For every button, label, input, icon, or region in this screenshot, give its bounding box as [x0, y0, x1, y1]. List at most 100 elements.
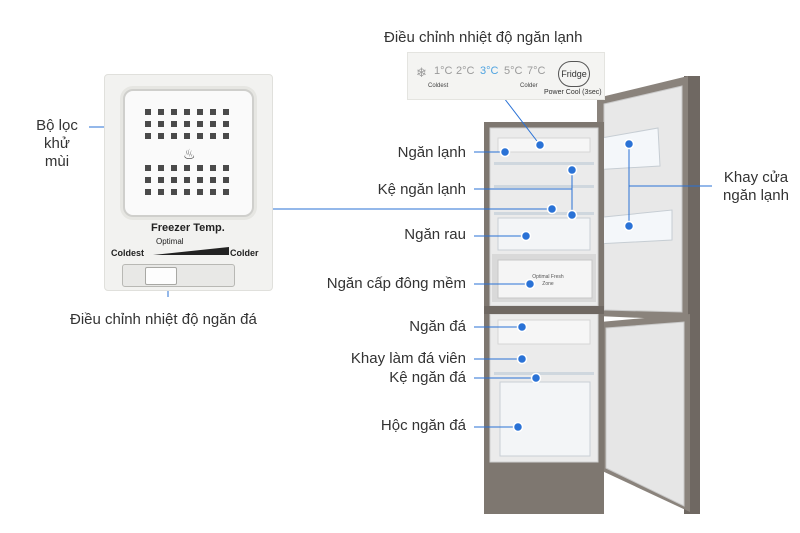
- vent-hole: [223, 109, 229, 115]
- callout-dot-panel: [546, 203, 558, 215]
- callout-dot-vegetable-drawer: [520, 230, 532, 242]
- vent-hole: [145, 177, 151, 183]
- vent-hole: [158, 133, 164, 139]
- label-freezer-shelf: Kệ ngăn đá: [389, 369, 466, 386]
- vent-hole: [210, 121, 216, 127]
- callout-dot-ice-tray: [516, 353, 528, 365]
- label-vegetable-drawer: Ngăn rau: [404, 226, 466, 243]
- leader-fridge-control: [503, 97, 541, 146]
- callout-dot-soft-freeze: [524, 278, 536, 290]
- power-cool-label: Power Cool (3sec): [544, 89, 602, 96]
- vent-hole: [171, 177, 177, 183]
- label-fridge-control: Điều chỉnh nhiệt độ ngăn lạnh: [384, 29, 583, 46]
- fridge-button: Fridge: [558, 61, 590, 87]
- vent-hole: [158, 165, 164, 171]
- shelf-1: [494, 162, 594, 165]
- vent-hole: [184, 109, 190, 115]
- vent-hole: [171, 189, 177, 195]
- freezer-temp-title: Freezer Temp.: [151, 222, 225, 234]
- callout-dot-fridge-control: [534, 139, 546, 151]
- vent-hole: [171, 165, 177, 171]
- vent-hole: [197, 133, 203, 139]
- vent-hole: [145, 109, 151, 115]
- snowflake-icon: ❄: [416, 65, 427, 80]
- label-door-bin: Khay cửa ngăn lạnh: [714, 169, 798, 205]
- soft-freeze-drawer: [497, 259, 593, 299]
- shelf-2: [494, 185, 594, 188]
- vent-hole: [197, 109, 203, 115]
- freezer-slider-knob: [145, 267, 177, 285]
- vent-hole: [158, 189, 164, 195]
- callout-dot-freezer-shelf: [530, 372, 542, 384]
- vent-hole: [184, 165, 190, 171]
- label-door-bin-line2: ngăn lạnh: [723, 187, 789, 204]
- vent-hole: [171, 121, 177, 127]
- vent-hole: [223, 121, 229, 127]
- vent-hole: [184, 177, 190, 183]
- coldest-label: Coldest: [428, 83, 449, 89]
- shelf-3: [494, 212, 594, 215]
- vent-hole: [184, 121, 190, 127]
- vent-hole: [145, 121, 151, 127]
- freezer-temp-panel: ♨ Freezer Temp. Optimal Coldest Colder: [104, 74, 273, 291]
- freezer-top-panel: [497, 319, 591, 345]
- deodorizer-filter: ♨: [123, 89, 254, 217]
- vent-hole: [223, 177, 229, 183]
- optimal-label: Optimal: [156, 237, 184, 246]
- vent-hole: [171, 133, 177, 139]
- vent-hole: [197, 189, 203, 195]
- drawer-label-line1: Optimal Fresh: [532, 274, 564, 280]
- label-deodorizer: Bộ lọc khử mùi: [26, 117, 88, 171]
- callout-dot-fridge-compartment: [499, 146, 511, 158]
- vent-hole: [210, 189, 216, 195]
- vent-hole: [145, 165, 151, 171]
- colder-label: Colder: [520, 83, 538, 89]
- vent-hole: [223, 165, 229, 171]
- vent-hole: [145, 189, 151, 195]
- callout-dot-freezer-compartment: [516, 321, 528, 333]
- vent-hole: [184, 133, 190, 139]
- label-ice-tray: Khay làm đá viên: [350, 350, 466, 367]
- callout-dot-door-bin-bottom: [623, 220, 635, 232]
- vent-hole: [210, 133, 216, 139]
- coldest-label: Coldest: [111, 248, 145, 258]
- callout-dot-freezer-drawer: [512, 421, 524, 433]
- fridge-control-panel: ❄ 1°C 2°C 3°C 5°C 7°C Coldest Colder Fri…: [407, 52, 605, 100]
- label-freezer-drawer: Hộc ngăn đá: [380, 417, 466, 434]
- fan-icon: ♨: [183, 147, 196, 163]
- freezer-drawer: [499, 381, 591, 457]
- label-freezer-control: Điều chỉnh nhiệt độ ngăn đá: [70, 311, 257, 328]
- label-freezer-compartment: Ngăn đá: [409, 318, 466, 335]
- freezer-door-liner: [605, 321, 685, 507]
- freezer-shelf: [494, 372, 594, 375]
- temp-option-selected: 3°C: [480, 65, 499, 77]
- label-deodorizer-line1: Bộ lọc: [36, 117, 78, 134]
- temp-option: 7°C: [527, 65, 546, 77]
- callout-dot-fridge-shelf-top: [566, 164, 578, 176]
- vent-hole: [210, 177, 216, 183]
- freezer-slider-track: [122, 264, 235, 287]
- label-deodorizer-line3: mùi: [44, 153, 70, 170]
- vent-hole: [158, 109, 164, 115]
- vent-hole: [223, 133, 229, 139]
- vent-hole: [158, 121, 164, 127]
- label-fridge-shelf: Kệ ngăn lạnh: [377, 181, 466, 198]
- label-fridge-compartment: Ngăn lạnh: [397, 144, 466, 161]
- vent-hole: [210, 109, 216, 115]
- vent-hole: [197, 121, 203, 127]
- temp-option: 2°C: [456, 65, 475, 77]
- label-door-bin-line1: Khay cửa: [723, 169, 789, 186]
- divider-bar: [484, 306, 604, 314]
- vent-hole: [223, 189, 229, 195]
- vent-hole: [145, 133, 151, 139]
- label-deodorizer-line2: khử: [44, 135, 70, 152]
- vegetable-drawer: [497, 217, 591, 251]
- vent-hole: [184, 189, 190, 195]
- colder-label: Colder: [230, 248, 259, 258]
- temp-option: 1°C: [434, 65, 453, 77]
- temp-gradient-bar: [153, 247, 229, 255]
- vent-hole: [197, 165, 203, 171]
- vent-hole: [197, 177, 203, 183]
- vent-hole: [210, 165, 216, 171]
